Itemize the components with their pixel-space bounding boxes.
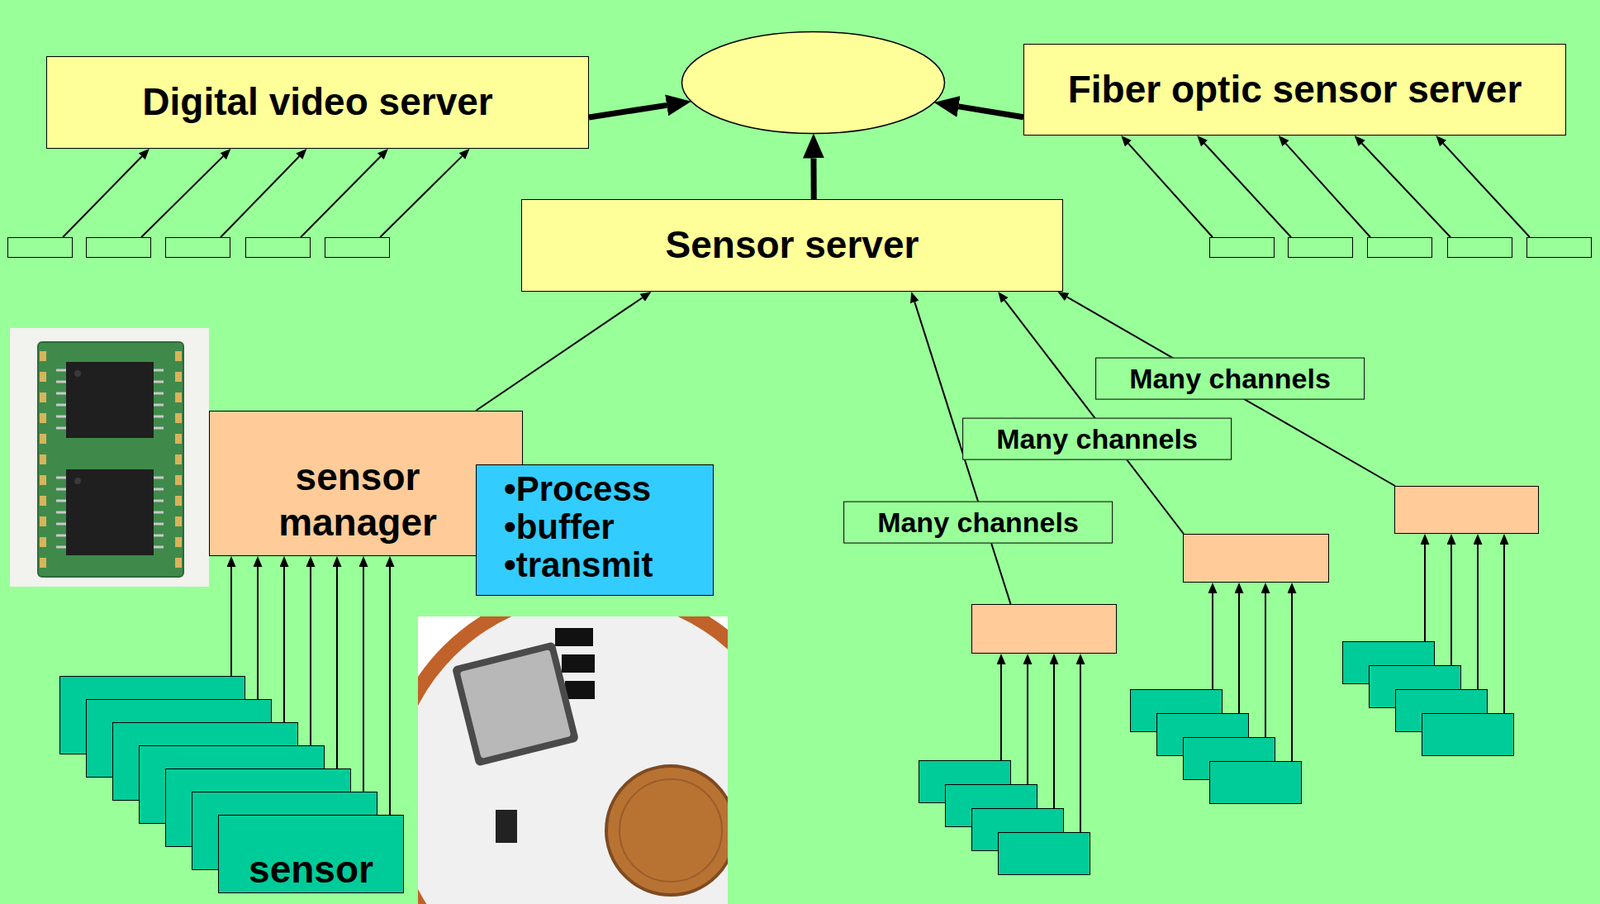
camera-input-box [245,237,311,258]
box-label: •transmit [503,545,653,584]
network-ellipse [680,30,946,135]
connector-arrow [283,566,285,722]
channel-label-box: Many channels [843,501,1113,544]
function-list-box: •Process•buffer•transmit [475,464,714,596]
sensor-box [1421,712,1515,756]
connector-arrow [362,566,365,792]
accelerometer-chip [451,640,580,766]
fiber-input-box [1367,237,1433,258]
sensor-manager-box [1394,485,1539,534]
connector-arrow [1128,143,1213,238]
circuit-board [37,341,184,577]
connector-arrow [1264,593,1267,737]
thick-arrow [958,106,1024,118]
connector-arrow [1443,143,1530,238]
penny-rim [619,778,722,882]
connector-arrow [1424,544,1426,641]
connector-arrow [1286,143,1371,238]
channel-label: Many channels [1129,362,1331,395]
box-label: •Process [503,470,651,509]
camera-input-box [324,237,390,258]
connector-arrow [141,156,224,238]
chip-body [66,469,154,556]
server-box: Fiber optic sensor server [1023,43,1567,136]
fiber-input-box [1209,237,1275,258]
connector-arrow [379,156,462,238]
camera-input-box [7,237,73,258]
connector-arrow [1204,143,1292,238]
connector-arrow [1503,544,1506,713]
box-label: sensor [248,846,374,893]
fiber-input-box [1287,237,1354,258]
thick-arrow [588,104,667,118]
contact-pad [564,680,595,699]
channel-label: Many channels [996,422,1198,455]
connector-arrow [309,566,312,746]
connector-arrow [1211,593,1214,689]
sensor-box: sensor [218,814,404,893]
sensor-box [997,831,1091,875]
camera-input-box [85,237,152,258]
board-pads [39,351,182,568]
accelerometer-photo [388,590,802,904]
connector-arrow [1450,544,1453,665]
sensor-manager-box [1182,533,1330,583]
connector-arrow [1362,142,1451,238]
connector-arrow [389,566,391,815]
ellipse-outline [680,30,946,135]
connector-arrow [1026,664,1029,784]
chip-photo [9,327,209,587]
channel-label: Many channels [877,506,1079,538]
chip-body [66,361,154,438]
server-box: Sensor server [521,199,1064,292]
box-label: •buffer [503,508,615,546]
photo-ground [9,327,209,587]
connector-arrow [1476,544,1479,689]
connector-arrow [220,156,300,238]
connector-arrow [300,156,381,238]
sensor-box [1209,760,1302,804]
thick-arrow [810,157,817,200]
box-label: Sensor server [665,222,920,268]
contact-pad [561,654,595,673]
connector-arrow [475,297,643,411]
box-label: sensor manager [262,454,453,546]
sensor-manager-box [971,603,1117,654]
fiber-input-box [1526,237,1592,258]
penny [606,765,728,895]
connector-arrow [62,156,143,238]
connector-arrow [256,566,259,699]
connector-arrow [1291,593,1293,761]
connector-arrow [1053,664,1055,808]
chip-dot [74,477,81,485]
channel-label-box: Many channels [962,417,1232,461]
connector-arrow [336,566,338,769]
fiber-input-box [1447,237,1513,258]
chip-dot [74,370,81,377]
box-label: Digital video server [142,79,493,125]
chip-leg [495,809,518,843]
connector-arrow [230,566,233,676]
box-label: Fiber optic sensor server [1068,66,1523,113]
connector-arrow [1000,664,1002,760]
connector-arrow [1079,664,1082,832]
copper-ring [417,616,728,904]
channel-label-box: Many channels [1095,357,1365,400]
server-box: Digital video server [46,56,589,149]
camera-input-box [165,237,231,258]
contact-pad [555,627,594,646]
connector-arrow [1238,593,1240,713]
ellipse-shape [682,32,945,134]
